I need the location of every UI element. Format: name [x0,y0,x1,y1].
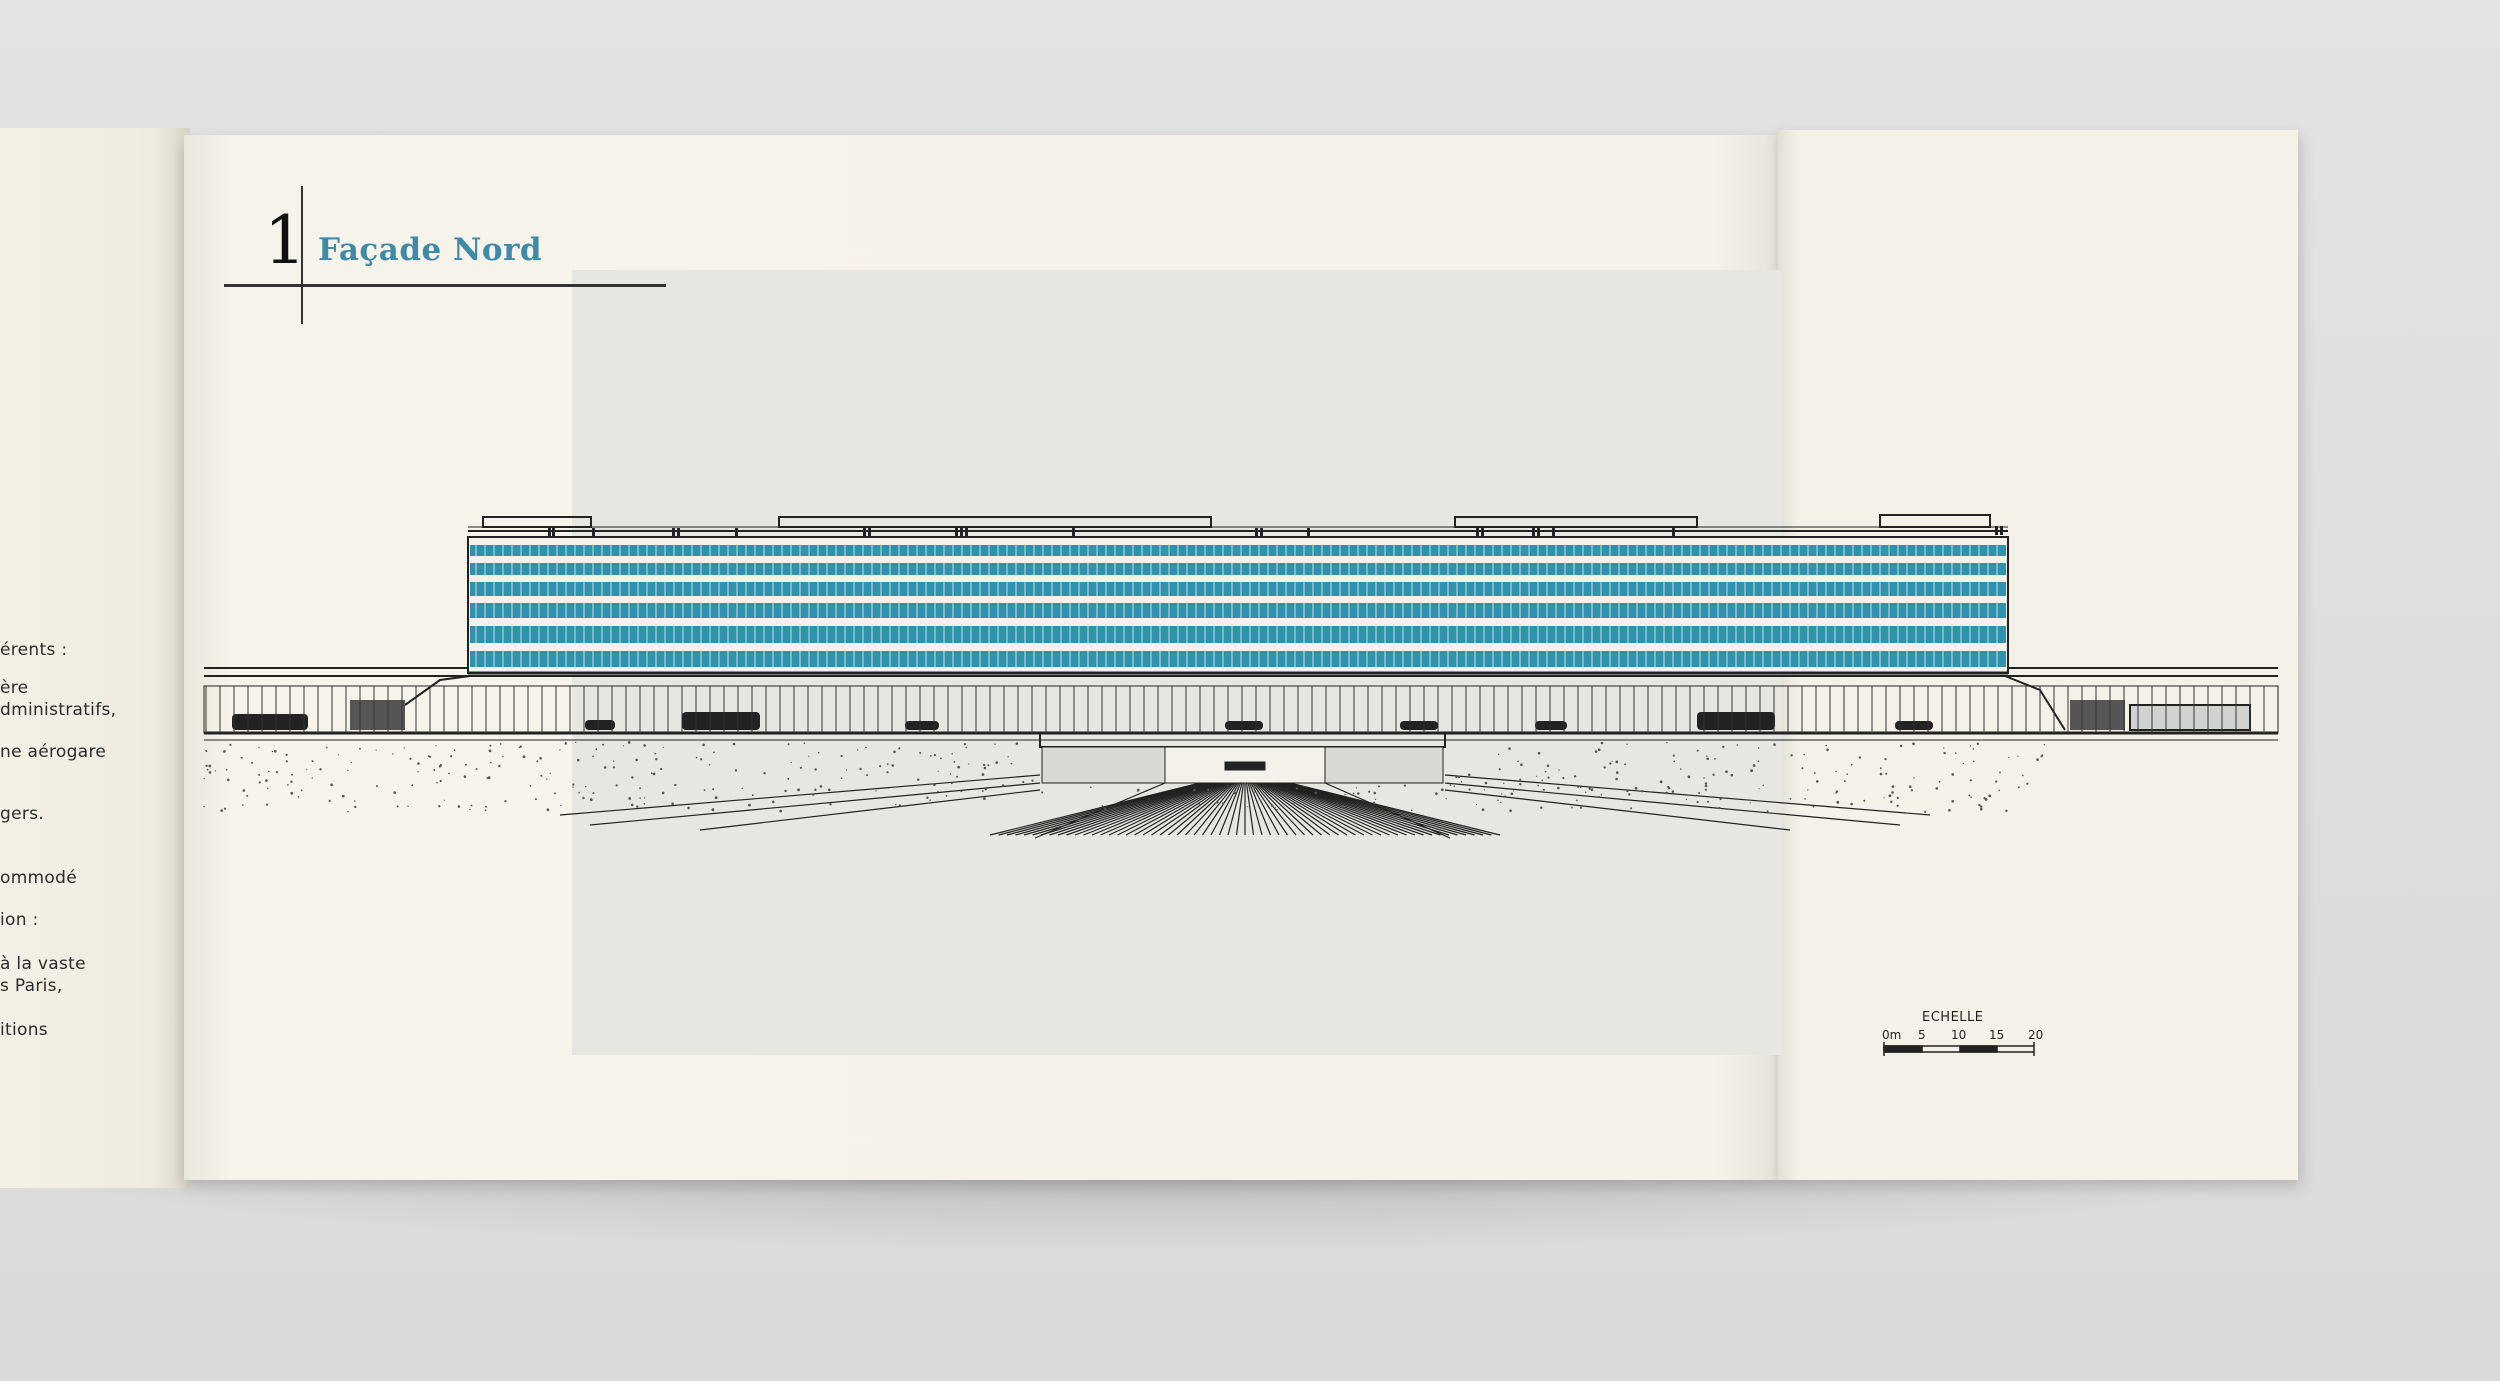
side-wings [204,667,2278,731]
scale-tick-label: 10 [1951,1028,1967,1042]
heading-vertical-rule [301,186,303,324]
scale-tick-label: 0m [1882,1028,1902,1042]
left-page-line: itions [0,1020,48,1040]
scale-bar [1883,1042,2035,1056]
section-title: Façade Nord [318,232,543,268]
left-page-line: dministratifs, [0,700,117,720]
road-perspective-lines [559,774,1931,839]
left-page-line: érents : [0,640,68,660]
left-page-line: ommodé [0,868,77,888]
left-page: érents : ère dministratifs, ne aérogare … [0,128,190,1188]
rooftop-figures [548,526,2003,537]
underpass [1039,732,1446,784]
ground-level [203,671,2279,741]
vehicles [232,712,1933,730]
left-page-line: s Paris, [0,976,63,996]
left-page-line: à la vaste [0,954,86,974]
scale-tick-label: 20 [2028,1028,2044,1042]
left-page-line: ère [0,678,29,698]
left-page-line: ne aérogare [0,742,107,762]
left-page-line: gers. [0,804,44,824]
roof-parapets [468,514,2008,532]
building-block [467,536,2009,674]
left-page-line: ion : [0,910,39,930]
scale-label: ECHELLE [1922,1010,1984,1025]
ground-texture [203,741,2046,814]
heading-horizontal-rule [224,284,666,287]
scale-tick-label: 5 [1918,1028,1926,1042]
section-number: 1 [264,202,306,279]
ground-post-lines [205,686,2265,733]
mullion-lines [475,541,1998,670]
scale-tick-label: 15 [1989,1028,2005,1042]
